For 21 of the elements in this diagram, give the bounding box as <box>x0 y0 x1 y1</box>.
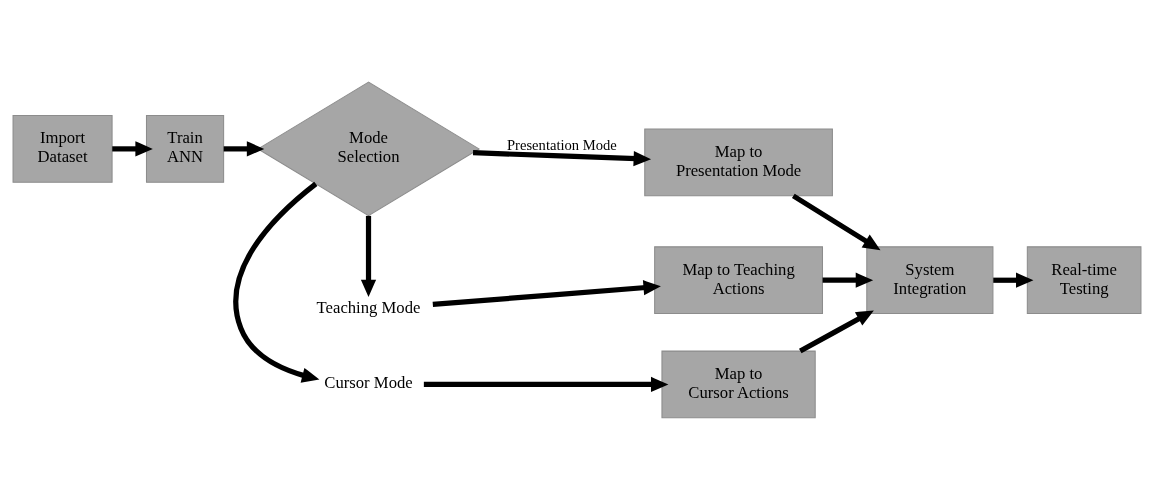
arrow <box>233 181 320 383</box>
node-box: Map to Teaching Actions <box>654 246 823 315</box>
arrow <box>472 150 652 167</box>
node-box: Import Dataset <box>12 115 113 183</box>
arrow <box>360 215 377 298</box>
arrow <box>432 280 661 307</box>
node-box: Train ANN <box>145 115 225 183</box>
arrow <box>223 141 265 157</box>
arrow <box>791 193 881 251</box>
node-box: Map to Presentation Mode <box>644 128 833 197</box>
node-box: Map to Cursor Actions <box>661 350 816 419</box>
edge-label: Presentation Mode <box>507 137 617 154</box>
arrow <box>423 376 669 393</box>
arrow <box>799 310 874 354</box>
arrow <box>822 272 874 288</box>
node-box: System Integration <box>866 246 994 315</box>
node-box: Real-time Testing <box>1026 246 1142 315</box>
arrow <box>112 141 153 157</box>
arrow <box>993 272 1034 288</box>
node-text: Teaching Mode <box>316 298 421 318</box>
node-text: Cursor Mode <box>324 373 413 393</box>
